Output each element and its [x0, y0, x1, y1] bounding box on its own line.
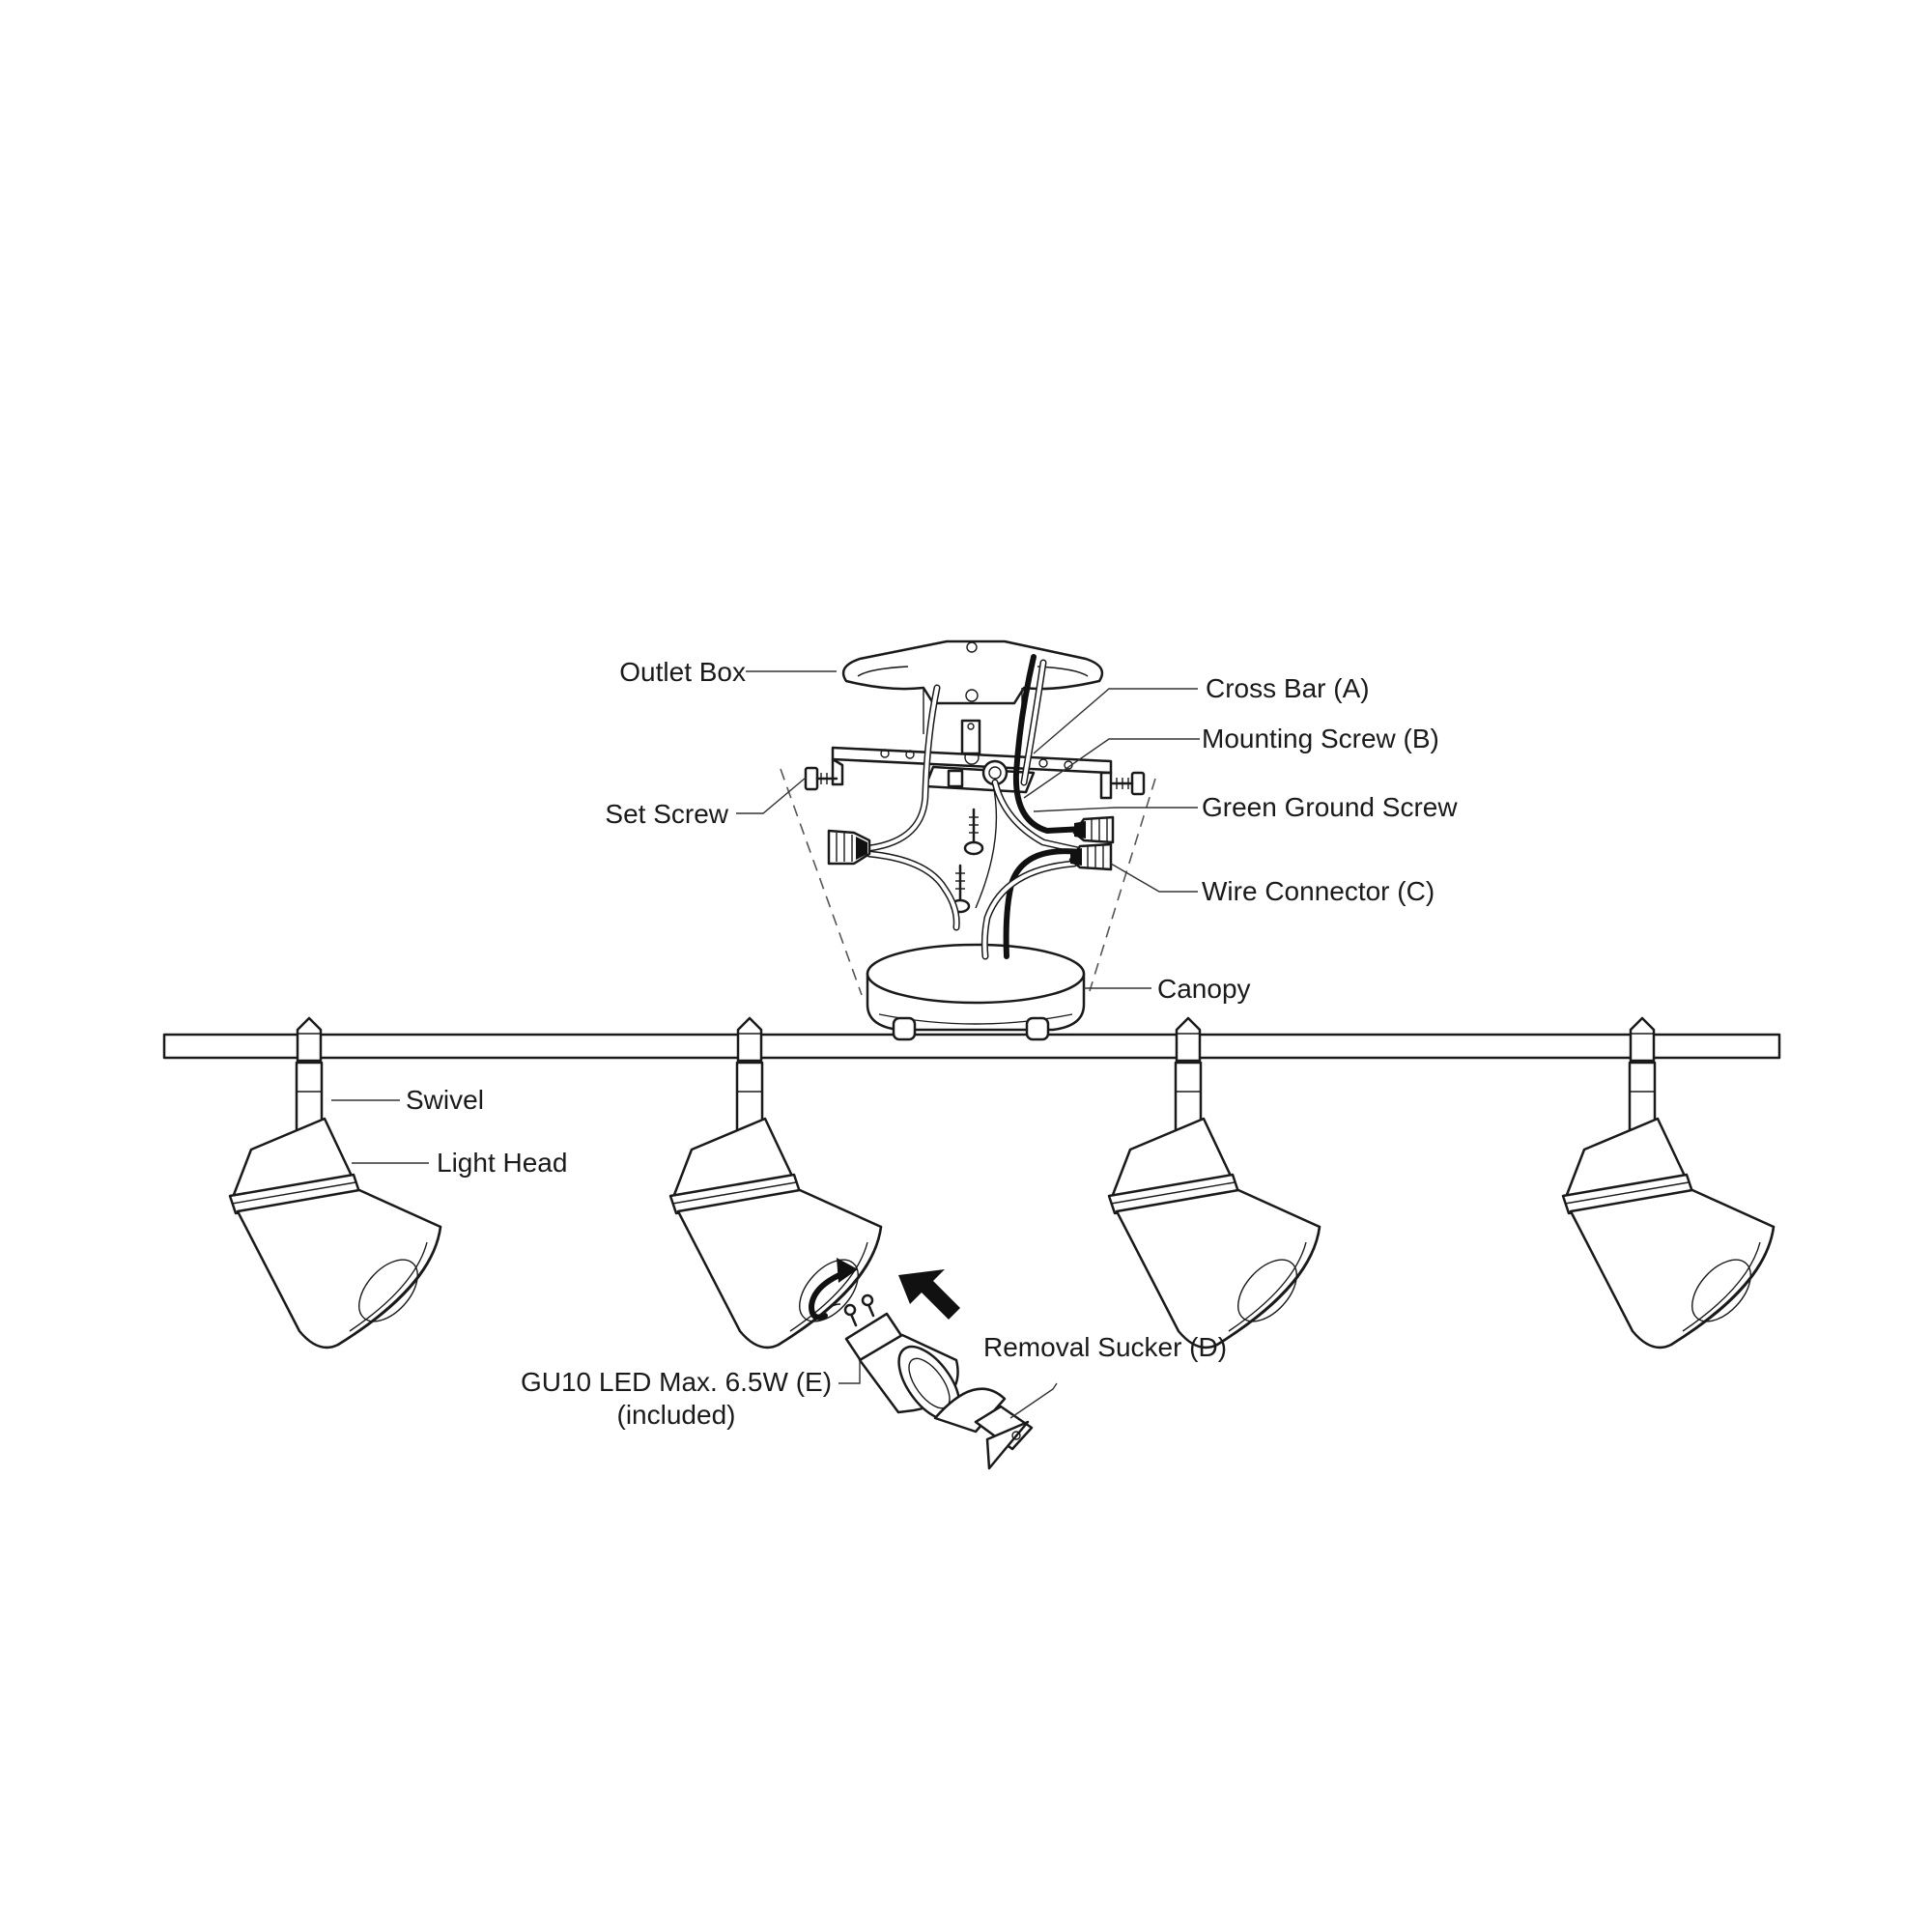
label-outlet-box: Outlet Box [619, 657, 746, 687]
label-mounting-screw: Mounting Screw (B) [1202, 724, 1439, 753]
label-cross-bar: Cross Bar (A) [1206, 673, 1370, 703]
push-arrow-icon [898, 1269, 960, 1320]
canopy-drawing [866, 943, 1086, 1041]
set-screw-left [804, 766, 838, 791]
supply-wires [866, 654, 1087, 960]
wire-connector-left [827, 829, 871, 866]
wire-connector-right-1 [1072, 815, 1115, 844]
label-wire-connector: Wire Connector (C) [1202, 876, 1435, 906]
label-light-head: Light Head [437, 1148, 567, 1178]
spotlight-4 [1561, 1016, 1776, 1350]
gu10-bulb-drawing [843, 1293, 961, 1422]
label-green-ground-screw: Green Ground Screw [1202, 792, 1458, 822]
spotlight-1 [228, 1016, 442, 1350]
removal-sucker-drawing [933, 1387, 1034, 1470]
label-set-screw: Set Screw [605, 799, 728, 829]
label-canopy: Canopy [1157, 974, 1251, 1004]
label-bulb-line2: (included) [617, 1400, 736, 1430]
assembly-guide-left [780, 768, 863, 996]
assembly-guide-right [1089, 778, 1156, 992]
spotlight-2 [668, 1016, 883, 1350]
set-screw-right [1111, 771, 1146, 796]
leader-lines [331, 670, 1200, 1419]
mounting-screw-1 [963, 808, 984, 856]
rotate-arrow-icon [808, 1258, 858, 1321]
label-swivel: Swivel [406, 1085, 484, 1115]
wire-connector-right-2 [1068, 842, 1113, 871]
track-bar [162, 1033, 1781, 1060]
cross-bar-drawing [831, 719, 1113, 800]
label-removal-sucker: Removal Sucker (D) [983, 1332, 1227, 1362]
spotlight-3 [1107, 1016, 1321, 1350]
label-bulb-line1: GU10 LED Max. 6.5W (E) [521, 1367, 832, 1397]
